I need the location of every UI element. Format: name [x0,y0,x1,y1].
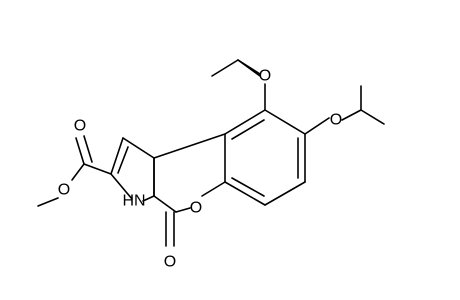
bond-lactone-5 [153,133,226,159]
bond-ester-co-1 [75,137,85,165]
bond-pyrrole-2 [110,137,124,175]
bond-ester-co-2 [83,135,93,163]
atom-o-ring: O [190,200,202,217]
bond-lactone-2 [175,207,191,213]
atom-nh: HN [122,193,145,210]
bond-ester-c [83,163,112,175]
bond-ester-o [71,163,85,181]
atom-o-ester-carbonyl: O [74,118,86,135]
atom-o-ester-methoxy: O [58,182,70,199]
bond-ester-ome [37,197,59,207]
bond-benzene-3 [264,181,306,206]
bonds [37,59,385,247]
bond-benzene-4 [224,181,266,206]
bond-benzene-1 [264,109,306,135]
bond-benzene-inner-3 [231,177,265,197]
bond-ipr-top-left [211,59,239,77]
bond-pyrrole-3 [110,173,133,200]
atom-o-carbonyl-lactone: O [164,254,176,271]
bond-pyrrole-1 [122,137,155,159]
bond-ipr-top-to-o [237,59,261,75]
atom-o-isopropoxy-right: O [330,112,342,129]
bond-lactone-3 [153,195,177,213]
bond-lactone-1 [201,181,226,197]
bond-benzene-6 [224,109,266,135]
bond-o-right-to-ipr [341,109,362,121]
atom-labels: O O O O HN O O [58,68,342,271]
bond-benzene-inner-1 [231,119,265,140]
bond-ring-to-o-right [304,117,330,135]
atom-o-isopropoxy-top: O [259,68,271,85]
bond-pyrrole-4 [142,195,155,202]
bond-ipr-right-b [360,109,385,125]
bond-pyrrole-inner [117,146,129,174]
